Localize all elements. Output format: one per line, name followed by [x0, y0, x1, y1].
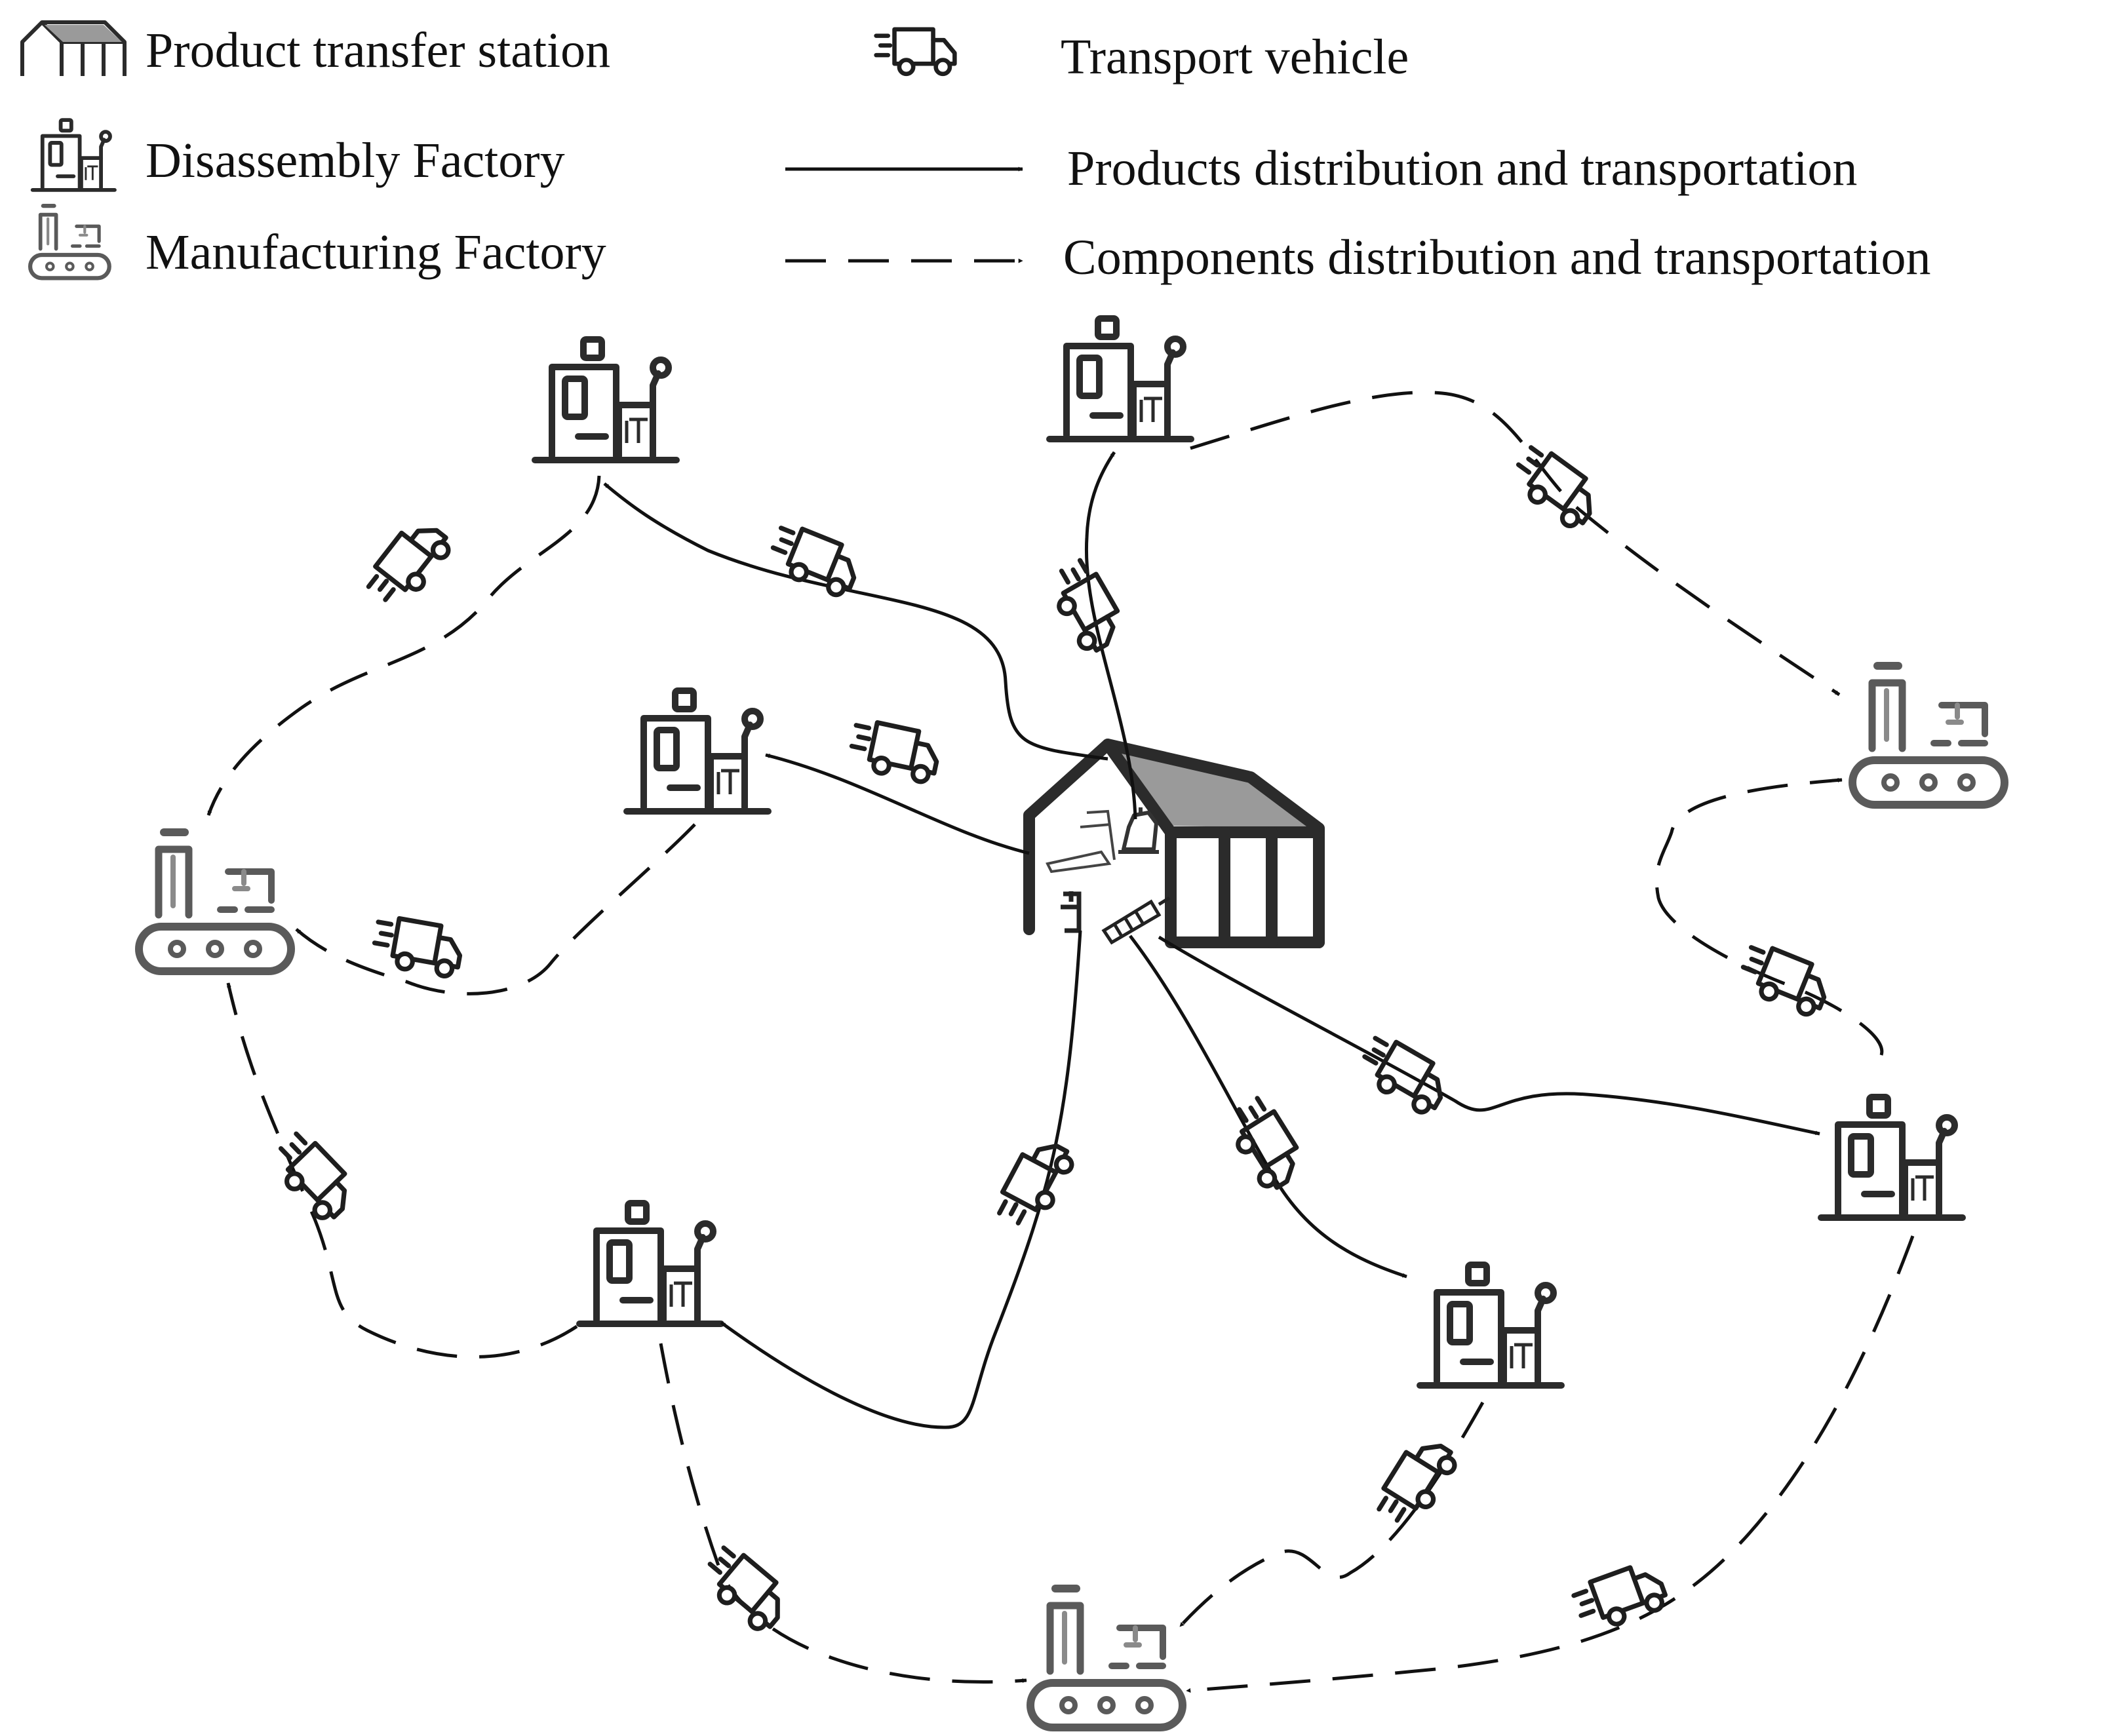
warehouse-icon	[1023, 739, 1325, 948]
component-flow-line	[1654, 777, 1884, 1056]
delivery-truck-icon	[266, 1129, 361, 1225]
legend-manufacturing-factory-label: Manufacturing Factory	[146, 225, 606, 280]
legend: Product transfer station Transport vehic…	[22, 22, 1931, 285]
delivery-truck-icon	[876, 29, 955, 74]
disassembly-factory-2	[1049, 318, 1191, 439]
delivery-truck-icon	[1044, 557, 1129, 656]
product-flow-line	[1158, 935, 1820, 1136]
component-flows	[206, 391, 1915, 1693]
clamp-icon	[1061, 891, 1082, 933]
delivery-truck-icon	[848, 718, 942, 784]
delivery-truck-icon	[1736, 941, 1834, 1018]
manufacturing-factory-3	[1030, 1589, 1183, 1727]
kettle-icon	[1118, 807, 1159, 854]
disassembly-factory-5	[1821, 1097, 1963, 1218]
product-flow-line	[1084, 451, 1137, 820]
legend-disassembly-factory-label: Disassembly Factory	[146, 133, 565, 188]
component-flow-line	[206, 475, 601, 816]
warehouse-icon	[22, 22, 125, 76]
manufacturing-factory-1	[139, 832, 291, 971]
product-flows	[603, 451, 1820, 1429]
component-flow-line	[659, 1343, 1027, 1684]
manufacturing-factory-2	[1852, 666, 2005, 805]
product-transfer-station	[1023, 739, 1325, 948]
component-flow-line	[1186, 1235, 1915, 1693]
product-flow-line	[765, 753, 1030, 855]
delivery-truck-icon	[1354, 1032, 1453, 1117]
treadmill-icon	[1046, 809, 1116, 874]
component-flow-line	[226, 982, 578, 1359]
component-flow-line	[1190, 391, 1841, 697]
component-flow-line	[1179, 1401, 1485, 1628]
legend-products-flow-label: Products distribution and transportation	[1067, 141, 1857, 196]
disassembly-factory-icon	[33, 120, 115, 190]
legend-transfer-station-label: Product transfer station	[146, 23, 610, 78]
delivery-truck-icon	[766, 522, 864, 599]
motor-rotor-icon	[1101, 896, 1171, 945]
delivery-truck-icon	[1373, 1433, 1460, 1532]
legend-transport-vehicle-label: Transport vehicle	[1061, 29, 1409, 85]
warehouse-roof-icon	[1108, 744, 1319, 828]
legend-components-flow-label: Components distribution and transportati…	[1063, 230, 1931, 285]
disassembly-factory-4	[579, 1203, 721, 1324]
product-flow-line	[720, 930, 1082, 1429]
product-flow-line	[603, 482, 1108, 761]
delivery-truck-icon	[1571, 1560, 1669, 1635]
conveyor-factory-icon	[30, 206, 109, 278]
disassembly-factory-6	[1420, 1265, 1561, 1385]
delivery-truck-icon	[371, 915, 464, 978]
delivery-truck-icon	[363, 514, 455, 613]
disassembly-factory-3	[627, 691, 768, 811]
delivery-truck-icon	[697, 1543, 794, 1636]
transport-trucks	[266, 442, 1834, 1635]
component-flow-line	[295, 823, 696, 995]
product-flow-line	[1129, 935, 1407, 1279]
disassembly-factory-1	[535, 339, 676, 460]
